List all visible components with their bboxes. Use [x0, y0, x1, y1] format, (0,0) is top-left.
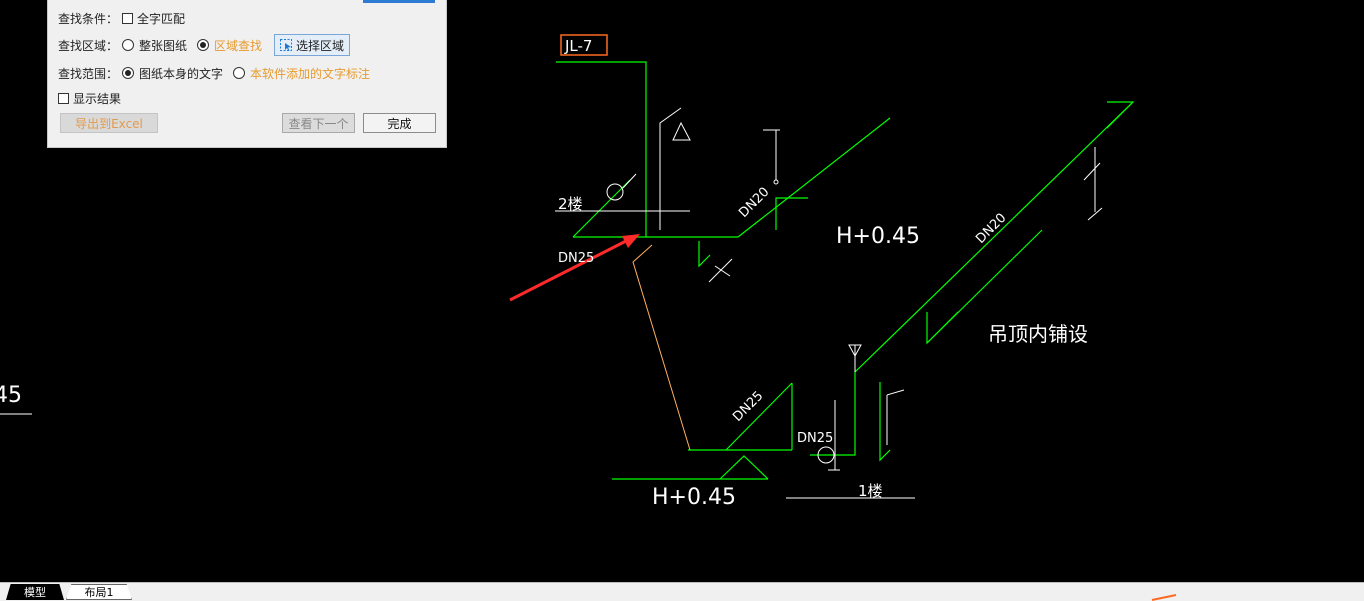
tag-frame	[560, 34, 608, 56]
floor2-label: 2楼	[558, 195, 583, 213]
export-excel-button[interactable]: 导出到Excel	[60, 113, 158, 133]
status-corner-mark	[1151, 594, 1177, 601]
riser-tag: JL-7	[564, 37, 592, 55]
riser-jl7	[556, 61, 647, 237]
dn25-diag-label: DN25	[730, 389, 766, 425]
upper-right-end	[1106, 101, 1135, 129]
area-region-radio[interactable]	[197, 39, 210, 51]
find-text-dialog: 查找条件： 全字匹配 查找区域： 整张图纸 区域查找 选择区域 查找范围： 图纸…	[47, 0, 447, 148]
fixture-symbols	[0, 107, 1103, 499]
range-drawing-label[interactable]: 图纸本身的文字	[139, 66, 224, 81]
done-button[interactable]: 完成	[363, 113, 436, 133]
tab-model[interactable]: 模型	[6, 584, 64, 600]
leader-line	[632, 244, 691, 451]
condition-label: 查找条件：	[58, 11, 119, 26]
select-region-icon	[280, 39, 293, 51]
dn20-valve-symbol	[775, 197, 808, 230]
elevation-lower: H+0.45	[652, 485, 736, 510]
view-next-button[interactable]: 查看下一个	[282, 113, 355, 133]
show-results-row: 显示结果	[58, 89, 121, 107]
range-label: 查找范围：	[58, 66, 119, 81]
ceiling-offset	[926, 311, 959, 345]
show-results-label[interactable]: 显示结果	[73, 91, 122, 106]
dialog-top-accent	[363, 0, 435, 3]
lower-right-branch	[879, 382, 891, 462]
pipe-network	[556, 61, 1135, 480]
elevation-upper: H+0.45	[836, 224, 920, 249]
condition-row: 查找条件： 全字匹配	[58, 9, 185, 27]
dn25-diagonal	[725, 382, 793, 451]
dn20-branch-pipe	[737, 117, 891, 238]
lower-right-riser	[810, 372, 856, 456]
cad-drawing-canvas[interactable]: JL-7 2楼 DN25 DN20 H+0.45 DN20 吊顶内铺设 DN25…	[0, 0, 1364, 582]
area-whole-label[interactable]: 整张图纸	[139, 38, 188, 53]
dn20-diag-label: DN20	[973, 211, 1009, 247]
whole-word-label[interactable]: 全字匹配	[137, 11, 186, 26]
range-drawing-radio[interactable]	[122, 67, 135, 79]
show-results-checkbox[interactable]	[58, 92, 69, 104]
area-row: 查找区域： 整张图纸 区域查找 选择区域	[58, 34, 351, 56]
floor1-triangle	[719, 455, 769, 480]
dn20-long-diagonal	[854, 101, 1134, 373]
floor1-label: 1楼	[858, 482, 883, 500]
dn20-riser-label: DN20	[736, 185, 772, 221]
red-arrow-icon	[509, 234, 640, 302]
floor2-diagonal	[572, 179, 631, 238]
area-label: 查找区域：	[58, 38, 119, 53]
select-area-button[interactable]: 选择区域	[274, 34, 351, 56]
select-area-label: 选择区域	[296, 38, 345, 53]
dn25-left-label: DN25	[558, 251, 594, 266]
range-added-label[interactable]: 本软件添加的文字标注	[250, 66, 371, 81]
tab-layout1[interactable]: 布局1	[66, 584, 132, 600]
ceiling-note: 吊顶内铺设	[988, 322, 1088, 346]
layout-tab-bar: 模型 布局1	[0, 582, 1364, 601]
whole-word-checkbox[interactable]	[122, 12, 134, 24]
area-whole-radio[interactable]	[122, 39, 135, 51]
range-row: 查找范围： 图纸本身的文字 本软件添加的文字标注	[58, 64, 380, 82]
left-edge-label: 45	[0, 383, 22, 408]
dn25-lower-label: DN25	[797, 431, 833, 446]
floor2-valve-bracket	[698, 241, 711, 268]
range-added-radio[interactable]	[233, 67, 246, 79]
area-region-label[interactable]: 区域查找	[214, 38, 263, 53]
